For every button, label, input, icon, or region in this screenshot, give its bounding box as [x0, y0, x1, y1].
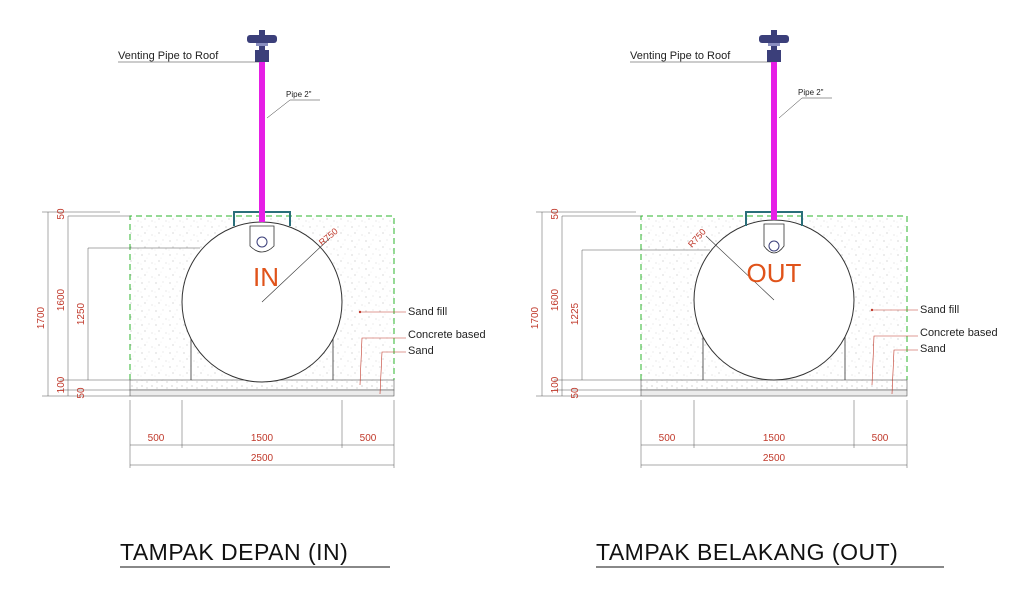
dim-top: 50	[550, 208, 561, 220]
horizontal-dimensions	[129, 400, 395, 468]
dim-right: 500	[872, 433, 889, 444]
dim-base: 100	[550, 376, 561, 393]
dim-right: 500	[360, 433, 377, 444]
dim-left: 500	[148, 433, 165, 444]
dim-bottom: 50	[76, 387, 87, 399]
dim-inner: 1250	[76, 302, 87, 325]
radius-leader	[705, 235, 775, 301]
pipe-size-label: Pipe 2"	[286, 90, 312, 99]
dim-inner: 1225	[570, 302, 581, 325]
view-out: R750 Venting Pipe to Roof Pipe 2" OUT Sa…	[530, 30, 998, 568]
dim-total: 2500	[251, 453, 274, 464]
view-title: TAMPAK DEPAN (IN)	[120, 539, 348, 565]
sand-layer	[129, 389, 395, 397]
dim-base: 100	[56, 376, 67, 393]
center-label: OUT	[747, 258, 802, 288]
valve-icon	[759, 30, 789, 62]
pipe-size-label: Pipe 2"	[798, 88, 824, 97]
dim-center: 1500	[763, 433, 786, 444]
manhole-port	[768, 240, 780, 252]
sand-fill-label: Sand fill	[408, 306, 447, 318]
dim-bottom: 50	[570, 387, 581, 399]
view-in: R750 Venting Pipe to Roof Pipe 2" IN San…	[36, 30, 486, 568]
excavation-boundary	[640, 215, 908, 380]
dim-outer: 1700	[530, 306, 541, 329]
venting-pipe	[259, 62, 265, 222]
manhole-port	[256, 236, 268, 248]
venting-label: Venting Pipe to Roof	[118, 50, 219, 62]
venting-label: Venting Pipe to Roof	[630, 50, 731, 62]
dim-center: 1500	[251, 433, 274, 444]
horizontal-dimensions	[640, 400, 908, 468]
venting-pipe	[771, 62, 777, 220]
sand-label: Sand	[408, 345, 434, 357]
sand-fill-label: Sand fill	[920, 304, 959, 316]
dim-mid: 1600	[56, 288, 67, 311]
vertical-dimensions	[42, 211, 200, 397]
dim-mid: 1600	[550, 288, 561, 311]
dim-outer: 1700	[36, 306, 47, 329]
center-label: IN	[253, 262, 279, 292]
sand-label: Sand	[920, 343, 946, 355]
dim-total: 2500	[763, 453, 786, 464]
view-title: TAMPAK BELAKANG (OUT)	[596, 539, 898, 565]
radius-leader	[261, 237, 331, 303]
vertical-dimensions	[536, 211, 710, 397]
concrete-base	[640, 379, 908, 391]
sand-layer	[640, 389, 908, 397]
dim-left: 500	[659, 433, 676, 444]
dim-top: 50	[56, 208, 67, 220]
valve-icon	[247, 30, 277, 62]
concrete-label: Concrete based	[408, 329, 486, 341]
concrete-label: Concrete based	[920, 327, 998, 339]
